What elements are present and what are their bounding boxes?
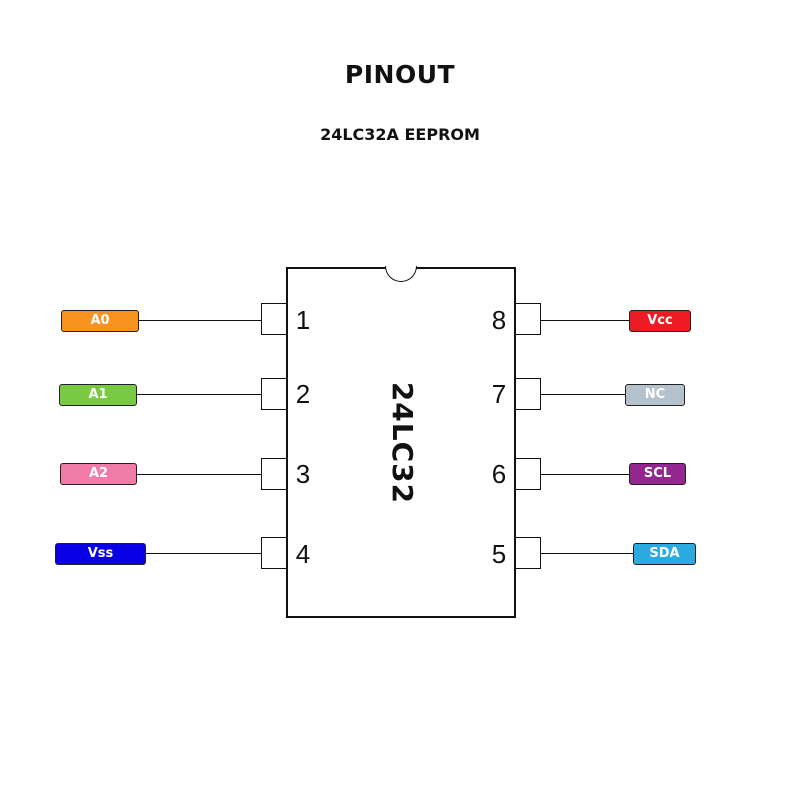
pin-3-number: 3 — [295, 459, 311, 489]
pin-2-wire — [137, 394, 262, 395]
pin-8-tab — [515, 303, 541, 335]
pin-5-wire — [541, 553, 633, 554]
pin-5-label: SDA — [633, 543, 696, 565]
pin-8-label: Vcc — [629, 310, 691, 332]
pin-6-label: SCL — [629, 463, 686, 485]
pin-2-number: 2 — [295, 379, 311, 409]
chip-body — [286, 267, 516, 618]
pin-4-label: Vss — [55, 543, 146, 565]
pin-3-tab — [261, 458, 287, 490]
page-subtitle: 24LC32A EEPROM — [320, 125, 480, 144]
pin-6-wire — [541, 474, 629, 475]
pin-6-tab — [515, 458, 541, 490]
pin-3-wire — [137, 474, 262, 475]
pin-1-label: A0 — [61, 310, 139, 332]
pin-4-wire — [146, 553, 262, 554]
pin-7-label: NC — [625, 384, 685, 406]
pin-5-number: 5 — [491, 539, 507, 569]
pin-4-tab — [261, 537, 287, 569]
pin-2-tab — [261, 378, 287, 410]
pin-4-number: 4 — [295, 539, 311, 569]
pin-1-tab — [261, 303, 287, 335]
pin-6-number: 6 — [491, 459, 507, 489]
pin-7-number: 7 — [491, 379, 507, 409]
pin-5-tab — [515, 537, 541, 569]
pin-8-number: 8 — [491, 305, 507, 335]
pin-3-label: A2 — [60, 463, 137, 485]
pin-1-number: 1 — [295, 305, 311, 335]
pin-7-wire — [541, 394, 625, 395]
pin-2-label: A1 — [59, 384, 137, 406]
pin-8-wire — [541, 320, 629, 321]
pin-1-wire — [139, 320, 262, 321]
chip-label: 24LC32 — [386, 381, 419, 505]
page-title: PINOUT — [344, 60, 456, 89]
pin-7-tab — [515, 378, 541, 410]
